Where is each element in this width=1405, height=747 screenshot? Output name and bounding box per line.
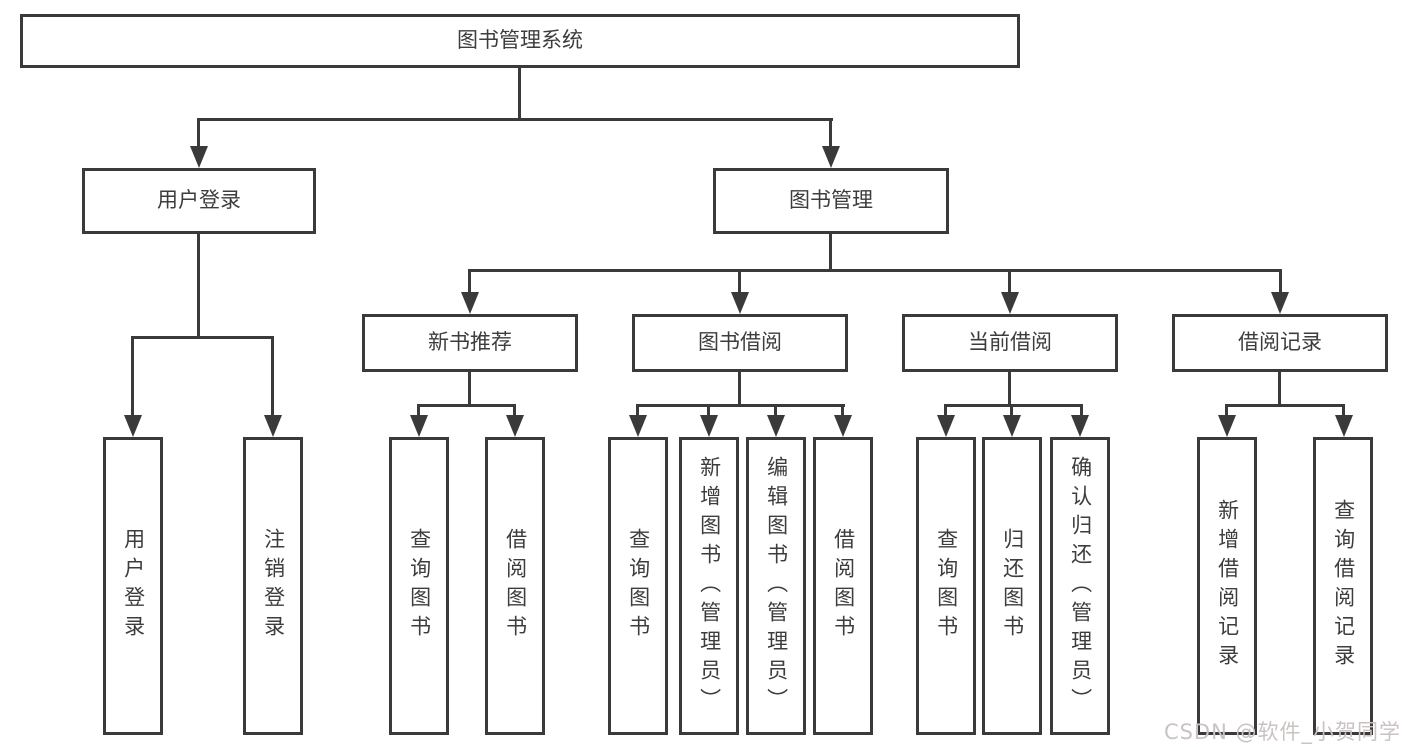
node-label: 编辑图书（管理员） [764, 455, 789, 717]
connector-section-stem [1008, 372, 1011, 407]
arrowhead-down [124, 415, 142, 437]
arrowhead-down [1003, 415, 1021, 437]
node-return-books-leaf: 归还图书 [982, 437, 1042, 735]
node-label: 新增借阅记录 [1215, 499, 1240, 673]
node-book-management-branch: 图书管理 [713, 168, 949, 234]
node-user-login-branch: 用户登录 [82, 168, 316, 234]
node-label: 用户登录 [157, 188, 241, 213]
node-label: 查询图书 [934, 528, 959, 644]
connector-section-bar [944, 404, 1083, 407]
node-query-borrow-record-leaf: 查询借阅记录 [1313, 437, 1373, 735]
node-logout-leaf: 注销登录 [243, 437, 303, 735]
arrowhead-down [1218, 415, 1236, 437]
arrowhead-down [1071, 415, 1089, 437]
connector-stem [197, 118, 200, 150]
node-label: 图书管理系统 [457, 28, 583, 53]
node-label: 借阅记录 [1238, 330, 1322, 355]
connector-stem [1342, 404, 1345, 418]
connector-stem [1010, 404, 1013, 418]
connector-stem [1225, 404, 1228, 418]
connector-section-bar [417, 404, 516, 407]
node-label: 确认归还（管理员） [1068, 455, 1093, 717]
csdn-watermark: CSDN @软件_小贺同学 [1163, 720, 1401, 744]
arrowhead-down [264, 415, 282, 437]
connector-root-bar [197, 118, 833, 121]
arrowhead-down [1271, 292, 1289, 314]
connector-stem [468, 269, 471, 296]
node-label: 图书借阅 [698, 330, 782, 355]
node-query-books-leaf: 查询图书 [916, 437, 976, 735]
connector-book-mgmt-stem [829, 234, 832, 272]
connector-stem [707, 404, 710, 418]
arrowhead-down [937, 415, 955, 437]
connector-stem [417, 404, 420, 418]
arrowhead-down [506, 415, 524, 437]
connector-user-login-stem [197, 234, 200, 336]
node-label: 查询图书 [626, 528, 651, 644]
node-label: 用户登录 [121, 528, 146, 644]
node-query-books-leaf: 查询图书 [389, 437, 449, 735]
node-borrowing-records: 借阅记录 [1172, 314, 1388, 372]
node-label: 归还图书 [1000, 528, 1025, 644]
node-current-borrowing: 当前借阅 [902, 314, 1118, 372]
connector-stem [841, 404, 844, 418]
arrowhead-down [410, 415, 428, 437]
connector-stem [513, 404, 516, 418]
arrowhead-down [1335, 415, 1353, 437]
connector-stem [131, 336, 134, 418]
node-new-book-recommendation: 新书推荐 [362, 314, 578, 372]
arrowhead-down [629, 415, 647, 437]
connector-section-stem [1278, 372, 1281, 407]
arrowhead-down [461, 292, 479, 314]
connector-stem [1279, 269, 1282, 296]
connector-book-mgmt-bar [468, 269, 1282, 272]
arrowhead-down [700, 415, 718, 437]
node-label: 当前借阅 [968, 330, 1052, 355]
node-label: 注销登录 [261, 528, 286, 644]
connector-stem [1080, 404, 1083, 418]
arrowhead-down [731, 292, 749, 314]
arrowhead-down [767, 415, 785, 437]
connector-stem [271, 336, 274, 418]
connector-stem [1008, 269, 1011, 296]
connector-root-stem [518, 66, 521, 121]
connector-stem [636, 404, 639, 418]
node-book-borrowing: 图书借阅 [632, 314, 848, 372]
node-label: 查询借阅记录 [1331, 499, 1356, 673]
arrowhead-down [1001, 292, 1019, 314]
node-add-books-admin-leaf: 新增图书（管理员） [679, 437, 739, 735]
connector-stem [774, 404, 777, 418]
node-label: 借阅图书 [503, 528, 528, 644]
connector-stem [944, 404, 947, 418]
node-query-books-leaf: 查询图书 [608, 437, 668, 735]
node-confirm-return-admin-leaf: 确认归还（管理员） [1050, 437, 1110, 735]
node-label: 新书推荐 [428, 330, 512, 355]
connector-section-bar [636, 404, 845, 407]
connector-section-stem [738, 372, 741, 407]
connector-stem [738, 269, 741, 296]
connector-user-login-bar [131, 336, 274, 339]
node-user-login-leaf: 用户登录 [103, 437, 163, 735]
connector-stem [829, 118, 832, 150]
arrowhead-down [190, 146, 208, 168]
node-borrow-books-leaf: 借阅图书 [813, 437, 873, 735]
node-label: 图书管理 [789, 188, 873, 213]
node-borrow-books-leaf: 借阅图书 [485, 437, 545, 735]
node-add-borrow-record-leaf: 新增借阅记录 [1197, 437, 1257, 735]
connector-section-stem [468, 372, 471, 407]
connector-section-bar [1225, 404, 1345, 407]
node-library-management-system: 图书管理系统 [20, 14, 1020, 68]
node-label: 查询图书 [407, 528, 432, 644]
node-edit-books-admin-leaf: 编辑图书（管理员） [746, 437, 806, 735]
arrowhead-down [834, 415, 852, 437]
node-label: 新增图书（管理员） [697, 455, 722, 717]
arrowhead-down [822, 146, 840, 168]
node-label: 借阅图书 [831, 528, 856, 644]
